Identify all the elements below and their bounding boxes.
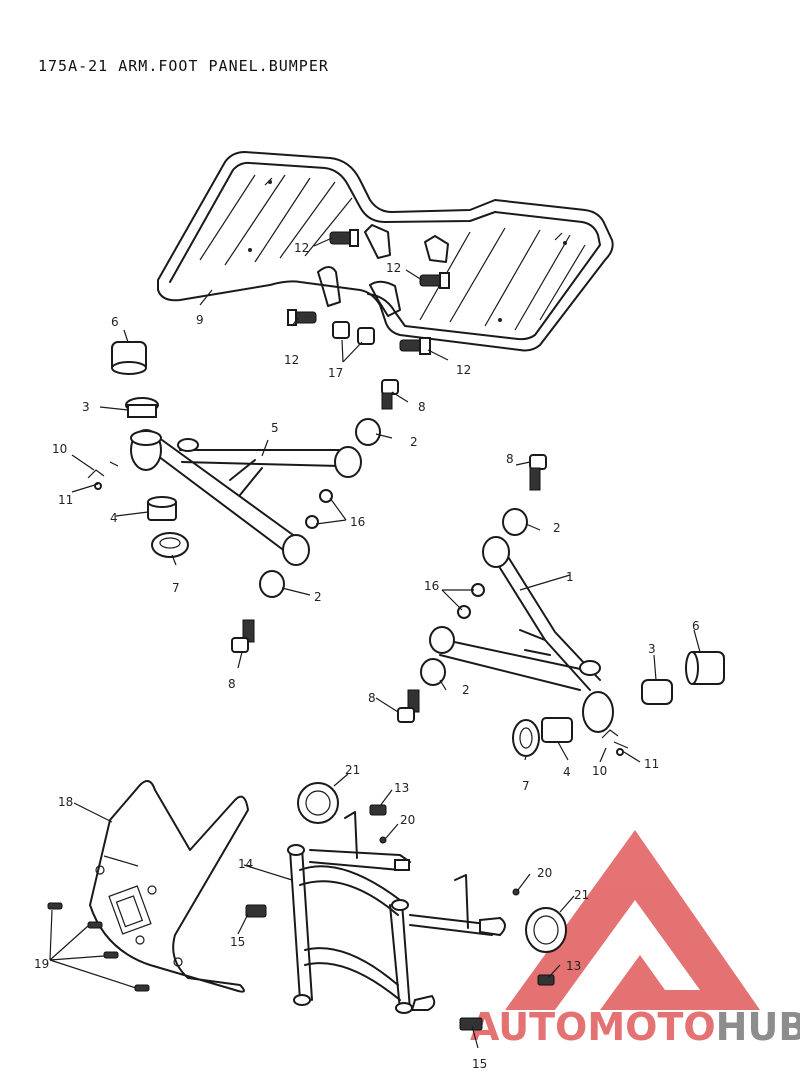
callout-12: 12 xyxy=(284,353,299,367)
callout-13: 13 xyxy=(566,959,581,973)
callout-21: 21 xyxy=(574,888,589,902)
callout-11: 11 xyxy=(644,757,659,771)
a-arm-left xyxy=(130,429,362,566)
bolt-13-b xyxy=(537,974,555,986)
skid-plate xyxy=(89,780,249,993)
bolt-8-a xyxy=(381,379,399,410)
watermark-auto: AUTO xyxy=(470,1005,587,1049)
bolt-15-a xyxy=(245,904,267,918)
bolt-12-d xyxy=(399,337,431,355)
callout-2: 2 xyxy=(410,435,418,449)
clip-10-11-left xyxy=(87,461,119,490)
bolt-15-b xyxy=(459,1017,483,1031)
callout-3: 3 xyxy=(82,400,90,414)
nut-20-a xyxy=(379,836,387,844)
bolts-19 xyxy=(47,902,150,992)
callout-3: 3 xyxy=(648,642,656,656)
leader-lines xyxy=(49,237,701,1049)
seal-7-right xyxy=(512,719,540,757)
bolt-8-b xyxy=(231,619,255,653)
seal-7-left xyxy=(151,532,189,558)
watermark-triangle xyxy=(505,830,760,1010)
callout-4: 4 xyxy=(563,765,571,779)
nut-17 xyxy=(332,321,375,345)
bolt-8-d xyxy=(397,689,420,723)
bumper-frame xyxy=(287,811,506,1014)
fog-light-21-right xyxy=(525,907,567,953)
callout-8: 8 xyxy=(228,677,236,691)
callout-10: 10 xyxy=(52,442,67,456)
bolt-12-a xyxy=(329,229,359,247)
callout-12: 12 xyxy=(294,241,309,255)
bushings-2-right xyxy=(420,508,528,686)
bolt-8-c xyxy=(529,454,547,491)
watermark-text: AUTOMOTOHUB xyxy=(470,1005,800,1049)
bushings-2-left xyxy=(259,418,381,598)
bushing-4-right xyxy=(541,717,573,743)
bolt-13-a xyxy=(369,804,387,816)
diagram-title: 175A-21 ARM.FOOT PANEL.BUMPER xyxy=(38,57,329,75)
callout-2: 2 xyxy=(462,683,470,697)
callout-15: 15 xyxy=(472,1057,487,1071)
callout-10: 10 xyxy=(592,764,607,778)
washers-16-right xyxy=(457,583,485,619)
bumper-rack xyxy=(157,151,614,352)
bushing-4-left xyxy=(147,496,177,521)
callout-6: 6 xyxy=(111,315,119,329)
bolt-12-c xyxy=(287,309,317,326)
callout-15: 15 xyxy=(230,935,245,949)
watermark-moto: MOTO xyxy=(587,1005,715,1049)
cap-6-right xyxy=(685,651,725,685)
callout-14: 14 xyxy=(238,857,253,871)
callout-1: 1 xyxy=(566,570,574,584)
callout-9: 9 xyxy=(196,313,204,327)
callout-20: 20 xyxy=(537,866,552,880)
bushing-3-left xyxy=(125,397,159,418)
callout-18: 18 xyxy=(58,795,73,809)
callout-13: 13 xyxy=(394,781,409,795)
callout-labels: 12 12 12 12 9 17 6 3 8 2 5 10 11 4 16 7 … xyxy=(34,241,700,1071)
callout-2: 2 xyxy=(314,590,322,604)
callout-12: 12 xyxy=(386,261,401,275)
a-arm-right xyxy=(429,536,614,733)
callout-19: 19 xyxy=(34,957,49,971)
callout-8: 8 xyxy=(506,452,514,466)
washers-16-left xyxy=(305,489,333,529)
callout-16: 16 xyxy=(424,579,439,593)
watermark-logo: AUTOMOTOHUB xyxy=(470,830,800,1049)
callout-16: 16 xyxy=(350,515,365,529)
callout-17: 17 xyxy=(328,366,343,380)
callout-2: 2 xyxy=(553,521,561,535)
callout-5: 5 xyxy=(271,421,279,435)
bushing-3-right xyxy=(641,679,673,705)
callout-7: 7 xyxy=(172,581,180,595)
callout-21: 21 xyxy=(345,763,360,777)
callout-20: 20 xyxy=(400,813,415,827)
nut-20-b xyxy=(512,888,520,896)
callout-4: 4 xyxy=(110,511,118,525)
bolt-12-b xyxy=(419,272,450,289)
callout-6: 6 xyxy=(692,619,700,633)
callout-8: 8 xyxy=(418,400,426,414)
watermark-hub: HUB xyxy=(716,1005,800,1049)
callout-7: 7 xyxy=(522,779,530,793)
fog-light-21-left xyxy=(297,782,339,824)
callout-8: 8 xyxy=(368,691,376,705)
callout-12: 12 xyxy=(456,363,471,377)
callout-11: 11 xyxy=(58,493,73,507)
cap-6-left xyxy=(111,341,147,375)
clip-10-11-right xyxy=(601,729,629,756)
